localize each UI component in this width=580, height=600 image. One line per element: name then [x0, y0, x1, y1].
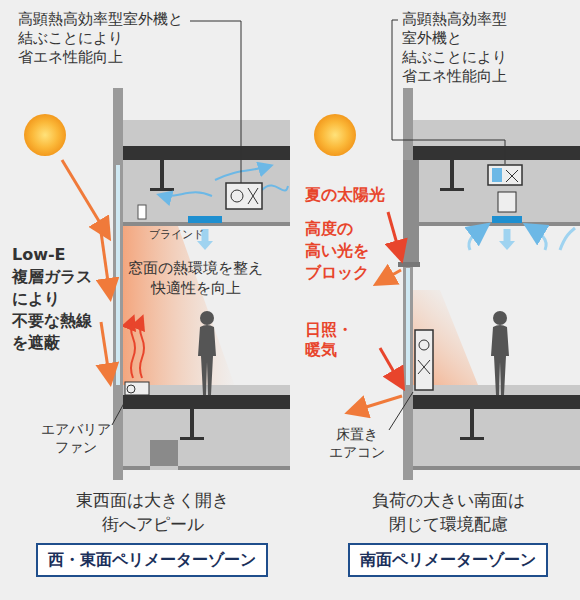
outdoor-unit-note: 高顕熱高効率型室外機と 結ぶことにより 省エネ性能向上	[18, 10, 183, 67]
air-barrier-fan-label: エアバリア ファン	[41, 420, 111, 456]
east-west-caption: 東西面は大きく開き 街へアピール	[76, 488, 229, 536]
sunlight-warmth-label: 日照・暖気	[305, 320, 353, 360]
blind-label: ブラインド	[149, 228, 204, 241]
glass-note: Low-E 複層ガラス により 不要な熱線 を遮蔽	[12, 244, 98, 354]
window-comfort-note: 窓面の熱環境を整え 快適性を向上	[128, 258, 263, 298]
zone-title: 西・東面ペリメーターゾーン	[48, 550, 256, 570]
zone-title-box: 西・東面ペリメーターゾーン	[36, 543, 268, 577]
floor-ac-label: 床置き エアコン	[329, 425, 385, 461]
outdoor-unit-note: 高顕熱高効率型 室外機と 結ぶことにより 省エネ性能向上	[402, 10, 507, 86]
south-caption: 負荷の大きい南面は 閉じて環境配慮	[372, 488, 525, 536]
zone-title-box: 南面ペリメーターゾーン	[348, 543, 548, 577]
summer-sun-label: 夏の太陽光	[305, 185, 385, 205]
zone-title: 南面ペリメーターゾーン	[360, 550, 536, 570]
block-light-label: 高度の 高い光を ブロック	[305, 218, 369, 284]
